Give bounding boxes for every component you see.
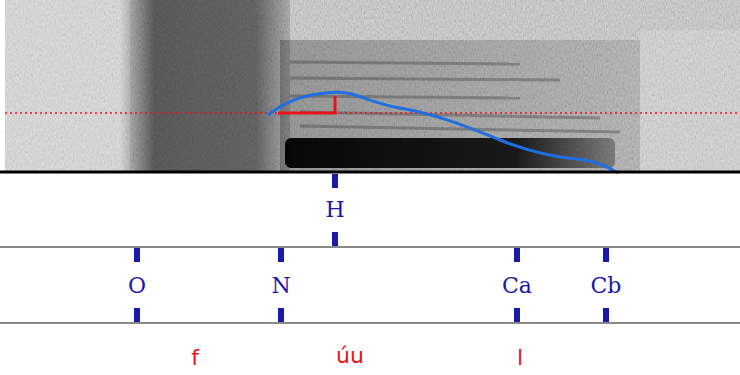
landmark-label: Cb xyxy=(589,274,624,298)
landmark-label: O xyxy=(126,274,148,298)
landmark-label: Ca xyxy=(500,274,534,298)
segment-label: úu xyxy=(334,344,366,368)
segment-label: f xyxy=(189,346,201,370)
segment-label: l xyxy=(515,346,525,370)
tone-label: H xyxy=(323,198,346,222)
landmark-label: N xyxy=(269,274,292,298)
